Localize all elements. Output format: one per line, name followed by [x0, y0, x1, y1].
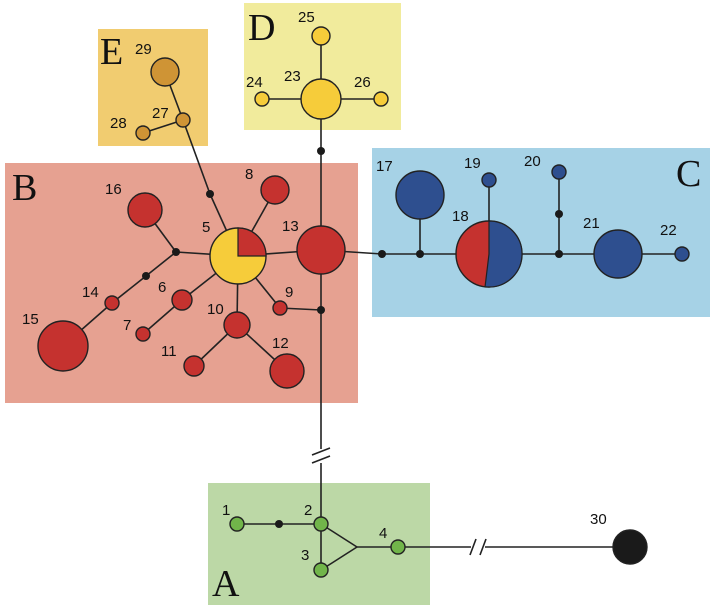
haplotype-label-2: 2	[304, 502, 312, 519]
haplotype-label-14: 14	[82, 284, 99, 301]
haplotype-4	[390, 539, 406, 555]
haplotype-28	[135, 125, 151, 141]
haplotype-label-21: 21	[583, 215, 600, 232]
haplotype-27	[175, 112, 191, 128]
haplotype-label-24: 24	[246, 74, 263, 91]
haplotype-25	[311, 26, 331, 46]
haplotype-label-27: 27	[152, 105, 169, 122]
haplotype-label-17: 17	[376, 158, 393, 175]
median-vector-mC2	[416, 250, 424, 258]
haplotype-label-16: 16	[105, 181, 122, 198]
haplotype-label-11: 11	[161, 343, 177, 360]
group-a-letter: A	[212, 563, 240, 605]
haplotype-22	[674, 246, 690, 262]
haplotype-label-13: 13	[282, 218, 299, 235]
haplotype-label-26: 26	[354, 74, 371, 91]
haplotype-label-6: 6	[158, 279, 166, 296]
haplotype-15	[37, 320, 89, 372]
haplotype-11	[183, 355, 205, 377]
haplotype-19	[481, 172, 497, 188]
haplotype-17	[395, 170, 445, 220]
haplotype-12	[269, 353, 305, 389]
haplotype-label-12: 12	[272, 335, 289, 352]
haplotype-8	[260, 175, 290, 205]
group-d-letter: D	[248, 7, 275, 49]
haplotype-label-4: 4	[379, 525, 387, 542]
haplotype-20	[551, 164, 567, 180]
haplotype-16	[127, 192, 163, 228]
haplotype-label-29: 29	[135, 41, 152, 58]
median-vector-mA1	[275, 520, 283, 528]
haplotype-1	[229, 516, 245, 532]
group-e-panel	[98, 29, 208, 146]
group-e-letter: E	[100, 31, 123, 73]
haplotype-5	[209, 227, 267, 285]
haplotype-7	[135, 326, 151, 342]
haplotype-nodes	[37, 26, 690, 578]
group-c-letter: C	[676, 153, 701, 195]
median-vector-mC4	[555, 210, 563, 218]
haplotype-14	[104, 295, 120, 311]
haplotype-23	[300, 78, 342, 120]
haplotype-21	[593, 229, 643, 279]
haplotype-3	[313, 562, 329, 578]
median-vector-mD	[317, 147, 325, 155]
haplotype-26	[373, 91, 389, 107]
haplotype-label-30: 30	[590, 511, 607, 528]
haplotype-24	[254, 91, 270, 107]
haplotype-label-20: 20	[524, 153, 541, 170]
break-mark-horizontal	[469, 538, 487, 556]
haplotype-9	[272, 300, 288, 316]
haplotype-label-25: 25	[298, 9, 315, 26]
haplotype-10	[223, 311, 251, 339]
haplotype-label-7: 7	[123, 317, 131, 334]
median-vector-mB2	[142, 272, 150, 280]
haplotype-label-3: 3	[301, 547, 309, 564]
break-mark-vertical	[311, 447, 331, 464]
median-vector-m16	[172, 248, 180, 256]
median-vector-m13b	[317, 306, 325, 314]
group-b-letter: B	[12, 167, 37, 209]
haplotype-label-10: 10	[207, 301, 224, 318]
haplotype-18	[455, 220, 523, 288]
median-vectors	[142, 147, 563, 528]
haplotype-2	[313, 516, 329, 532]
median-vector-mE	[206, 190, 214, 198]
haplotype-label-1: 1	[222, 502, 230, 519]
edge-m16-mB2	[145, 251, 177, 277]
haplotype-label-23: 23	[284, 68, 301, 85]
median-vector-mC1	[378, 250, 386, 258]
long-branch-break-marks	[311, 447, 487, 556]
haplotype-label-15: 15	[22, 311, 39, 328]
haplotype-label-19: 19	[464, 155, 481, 172]
haplotype-30	[612, 529, 648, 565]
haplotype-29	[150, 57, 180, 87]
haplotype-label-18: 18	[452, 208, 469, 225]
haplotype-label-8: 8	[245, 166, 253, 183]
median-vector-mC3	[555, 250, 563, 258]
haplotype-label-22: 22	[660, 222, 677, 239]
haplotype-label-9: 9	[285, 284, 293, 301]
haplotype-6	[171, 289, 193, 311]
haplotype-13	[296, 225, 346, 275]
haplotype-label-5: 5	[202, 219, 210, 236]
haplotype-label-28: 28	[110, 115, 127, 132]
edge-mE-27	[182, 119, 211, 195]
